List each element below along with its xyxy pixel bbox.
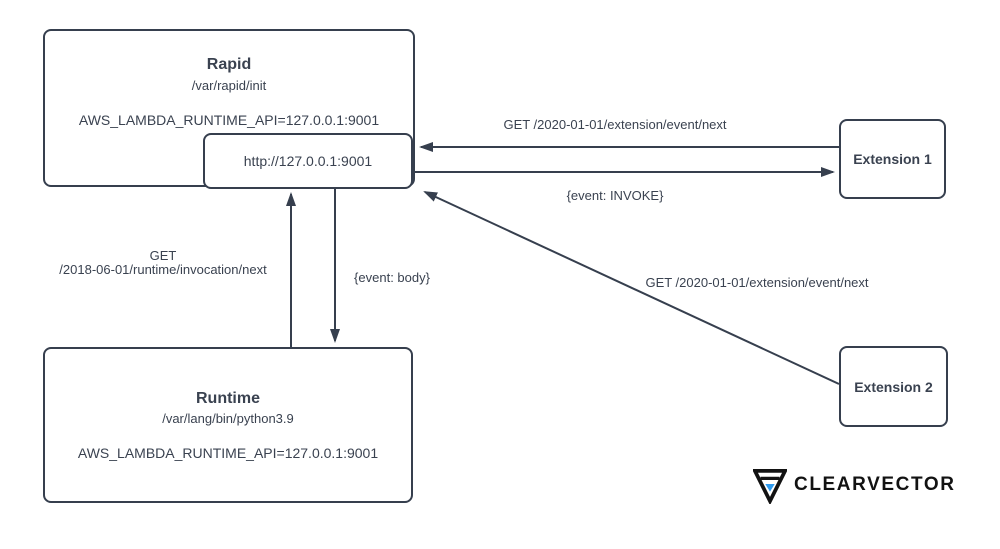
edge-label-runtime-get-line1: GET [149,248,177,263]
node-endpoint: http://127.0.0.1:9001 [203,133,413,189]
edge-label-extension1-get: GET /2020-01-01/extension/event/next [503,117,727,132]
edge-label-invoke-event: {event: INVOKE} [566,188,664,203]
node-extension1: Extension 1 [839,119,946,199]
edge-label-runtime-get-line2: /2018-06-01/runtime/invocation/next [59,262,267,277]
brand-logo: CLEARVECTOR [753,466,956,504]
node-rapid-path: /var/rapid/init [191,78,267,93]
node-runtime-path: /var/lang/bin/python3.9 [162,411,294,426]
node-rapid: Rapid /var/rapid/init AWS_LAMBDA_RUNTIME… [43,29,415,187]
brand-logo-text: CLEARVECTOR [794,474,956,495]
node-extension2-label: Extension 2 [854,378,933,395]
node-runtime: Runtime /var/lang/bin/python3.9 AWS_LAMB… [43,347,413,503]
node-extension2: Extension 2 [839,346,948,427]
node-runtime-title: Runtime [196,390,260,407]
node-endpoint-label: http://127.0.0.1:9001 [243,153,373,169]
node-runtime-env: AWS_LAMBDA_RUNTIME_API=127.0.0.1:9001 [77,445,379,461]
edge-label-event-body: {event: body} [354,270,430,285]
edge-label-extension2-get: GET /2020-01-01/extension/event/next [645,275,869,290]
clearvector-logo-icon [753,468,787,504]
node-extension1-label: Extension 1 [853,151,932,167]
node-rapid-title: Rapid [206,56,252,73]
node-rapid-env: AWS_LAMBDA_RUNTIME_API=127.0.0.1:9001 [78,112,380,128]
edge-label-runtime-get: GET /2018-06-01/runtime/invocation/next [45,249,281,277]
